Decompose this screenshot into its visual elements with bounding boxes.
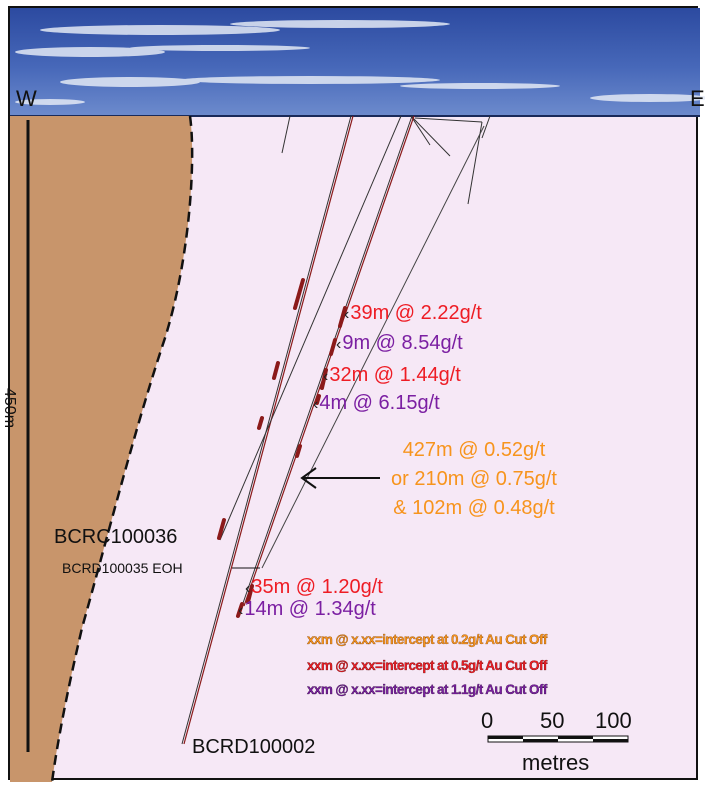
hole-label-bcrd100002: BCRD100002 [192, 736, 316, 758]
scale-tick-0: 0 [481, 708, 494, 733]
legend-red: xxm @ x.xx=intercept at 0.5g/t Au Cut Of… [307, 658, 548, 673]
legend-purple: xxm @ x.xx=intercept at 1.1g/t Au Cut Of… [307, 682, 548, 697]
west-label: W [16, 86, 37, 111]
intercept-label: ‹4m @ 6.15g/t [313, 392, 440, 414]
hole-bcrd100035-trace [241, 115, 413, 607]
cross-section-frame: W E 450m ‹39m @ 2.22g/t ‹9m @ 8.54g/t ‹3… [1, 6, 705, 783]
intercept-label: ‹35m @ 1.20g/t [245, 576, 383, 598]
east-label: E [690, 86, 705, 111]
intercept-label: ‹39m @ 2.22g/t [344, 302, 482, 324]
hole-label-bcrd100035-eoh: BCRD100035 EOH [62, 560, 183, 576]
legend-orange: xxm @ x.xx=intercept at 0.2g/t Au Cut Of… [307, 632, 548, 647]
depth-label: 450m [1, 388, 18, 429]
scale-unit: metres [522, 750, 590, 775]
composite-line-2: or 210m @ 0.75g/t [391, 468, 557, 490]
drill-holes [181, 115, 485, 745]
hole-label-bcrc100036: BCRC100036 [54, 526, 178, 548]
mineralised-intervals [217, 278, 347, 618]
composite-line-3: & 102m @ 0.48g/t [393, 497, 555, 519]
intercept-label: ‹32m @ 1.44g/t [323, 364, 461, 386]
cross-section [10, 8, 705, 783]
scale-tick-100: 100 [595, 708, 632, 733]
weathered-zone [10, 116, 193, 782]
composite-arrow [300, 467, 380, 489]
scale-bar [487, 735, 629, 743]
composite-line-1: 427m @ 0.52g/t [402, 439, 546, 461]
weathered-boundary [50, 115, 194, 783]
hole-bcrc100036-trace [219, 115, 402, 541]
intercept-label: ‹9m @ 8.54g/t [336, 332, 463, 354]
scale-tick-50: 50 [540, 708, 565, 733]
composite-intercept: 427m @ 0.52g/t or 210m @ 0.75g/t & 102m … [344, 436, 604, 523]
clouds [15, 20, 705, 105]
intercept-label: ‹14m @ 1.34g/t [238, 598, 376, 620]
